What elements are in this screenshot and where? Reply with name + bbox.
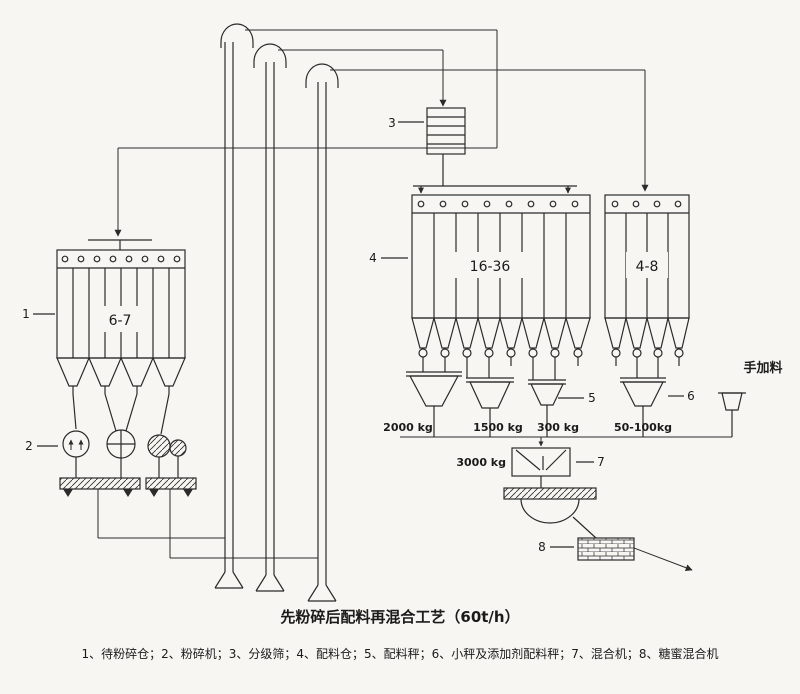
line-elevator2-to-classifier [278, 49, 443, 106]
hand-feed-hopper [718, 392, 746, 437]
callout-3: 3 [388, 116, 396, 130]
elevator-3-boot [307, 584, 337, 602]
callout-7: 7 [597, 455, 605, 469]
small-bin-hoppers [604, 317, 690, 366]
conveyor-hangers [63, 489, 193, 497]
hand-feed-label: 手加料 [743, 360, 782, 376]
batching-bin-hoppers [411, 317, 591, 366]
grinding-bin-feed-support [88, 239, 152, 250]
elevator-1-dome-cap-icon [220, 23, 254, 48]
grinding-bin-label: 6-7 [109, 313, 132, 329]
scale-300kg-label: 300 kg [537, 421, 579, 434]
collector-and-mixer [400, 436, 732, 524]
scale-2000kg-label: 2000 kg [383, 421, 433, 434]
scale-1500kg-label: 1500 kg [473, 421, 523, 434]
callout-4: 4 [369, 251, 377, 265]
batching-bin-label: 16-36 [470, 259, 511, 275]
callout-8: 8 [538, 540, 546, 554]
motor-coupling-icon [169, 439, 187, 457]
callout-1: 1 [22, 307, 30, 321]
grinding-bin-hoppers [56, 357, 186, 394]
molasses-mixer [550, 516, 693, 572]
elevator-1-boot [214, 571, 244, 589]
line-elevator1-to-grinding-bin [118, 29, 498, 236]
elevator-3-dome-cap-icon [305, 63, 339, 88]
small-bin-block [604, 194, 690, 366]
line-elevator3-to-small-bins [330, 69, 645, 191]
batching-bin-top-vents [417, 200, 579, 208]
conveying-lines-top [118, 29, 645, 236]
small-bin-top-vents [611, 200, 682, 208]
callout-6: 6 [687, 389, 695, 403]
elevator-2-boot [255, 574, 285, 592]
mixer-hopper-box [511, 447, 571, 477]
molasses-mixer-box [577, 537, 635, 561]
diagram-legend: 1、待粉碎仓；2、粉碎机；3、分级筛；4、配料仓；5、配料秤；6、小秤及添加剂配… [81, 646, 718, 661]
scale-2000kg [406, 366, 462, 437]
grinder-group [37, 393, 187, 459]
feeder-machine-icon [62, 430, 90, 458]
bucket-elevator-1 [214, 23, 254, 589]
callout-2: 2 [25, 439, 33, 453]
output-line [633, 547, 693, 572]
bucket-elevator-2 [253, 43, 287, 592]
callout-5: 5 [588, 391, 596, 405]
classifier-sifter [398, 107, 577, 194]
mixer-drum [520, 498, 580, 524]
batching-bin-block [381, 194, 591, 366]
scale-1500kg [466, 366, 514, 437]
line-conveyor-to-elevator3 [169, 489, 318, 559]
diagram-title: 先粉碎后配料再混合工艺（60t/h） [280, 608, 519, 626]
mixer-capacity-label: 3000 kg [456, 456, 506, 469]
line-conveyor-to-elevator1 [97, 489, 225, 539]
elevator-2-dome-cap-icon [253, 43, 287, 68]
grinding-bin-block [33, 239, 186, 394]
screw-conveyors [59, 456, 318, 559]
small-bin-label: 4-8 [636, 259, 659, 275]
scale-50-100kg-label: 50-100kg [614, 421, 672, 434]
scale-300kg [528, 366, 584, 437]
bucket-elevator-3 [305, 63, 339, 602]
motor-icon [147, 434, 171, 458]
mixer-top-screw [503, 487, 597, 500]
chute-to-molasses-mixer [572, 516, 597, 539]
scale-additive-50-100kg [620, 366, 684, 437]
grinding-bin-top-vents [61, 255, 181, 263]
